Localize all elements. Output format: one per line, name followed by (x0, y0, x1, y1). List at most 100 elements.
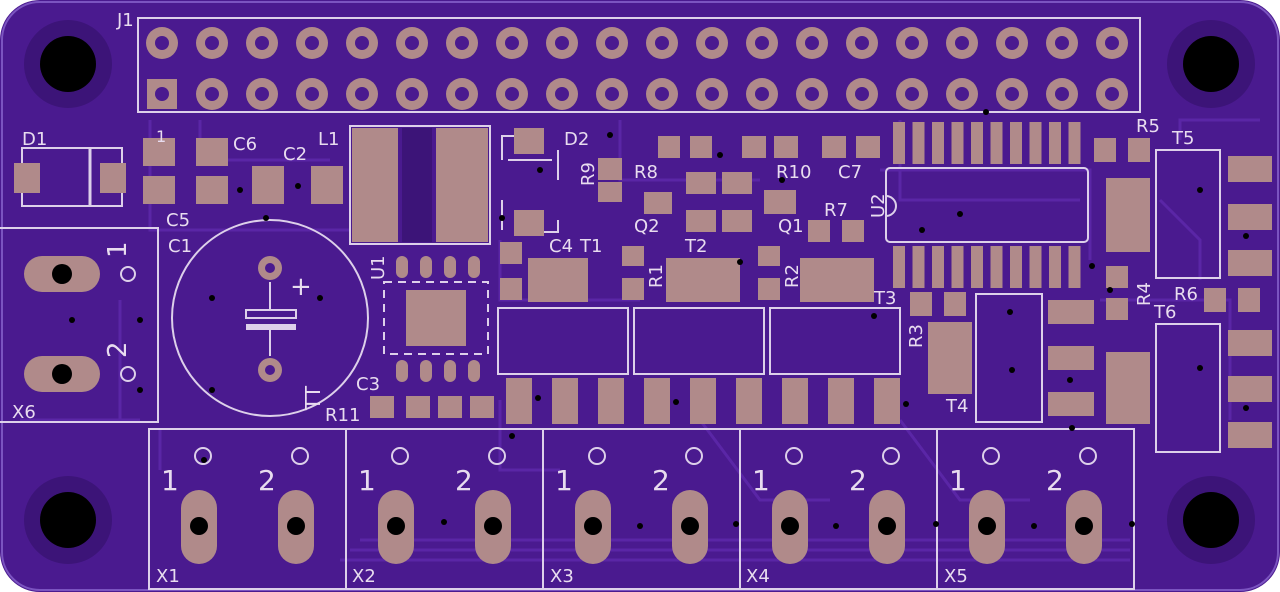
label-c4: C4 (549, 236, 573, 257)
via (137, 387, 143, 393)
terminal-pin1-label: 1 (555, 464, 573, 497)
terminal-pin-marker (685, 447, 703, 465)
via (441, 519, 447, 525)
label-q1: Q1 (778, 216, 804, 237)
header-pin-hole (455, 87, 469, 101)
via (1129, 521, 1135, 527)
label-t6: T6 (1153, 302, 1176, 323)
label-r9: R9 (578, 162, 599, 186)
via (201, 457, 207, 463)
header-pin-hole (805, 87, 819, 101)
u2-pin (893, 122, 905, 164)
via (983, 109, 989, 115)
terminal-hole (1075, 517, 1093, 535)
vias (69, 109, 1249, 529)
label-j1: J1 (116, 10, 134, 31)
smd-pads-middle (500, 136, 880, 302)
header-pin-hole (955, 87, 969, 101)
relay-pads (506, 378, 900, 424)
terminal-pin-marker (488, 447, 506, 465)
via (263, 215, 269, 221)
via (607, 132, 613, 138)
via (833, 523, 839, 529)
terminal-hole (978, 517, 996, 535)
right-outlines (975, 149, 1221, 453)
terminal-pin-marker (1079, 447, 1097, 465)
via (209, 295, 215, 301)
header-pin-hole (255, 36, 269, 50)
label-r1: R1 (646, 264, 667, 288)
label-r5: R5 (1136, 116, 1160, 137)
label-t5: T5 (1171, 128, 1194, 149)
via (535, 395, 541, 401)
via (237, 187, 243, 193)
terminal-pin-marker (291, 447, 309, 465)
label-r10: R10 (776, 162, 811, 183)
smd-pads-right (910, 138, 1272, 448)
label-x4: X4 (746, 566, 770, 587)
u2-pin (912, 122, 925, 164)
u2-pin (912, 246, 925, 288)
terminal-hole (287, 517, 305, 535)
via (733, 521, 739, 527)
header-pin-hole (705, 36, 719, 50)
u2-pin (951, 246, 964, 288)
header-pin-hole (205, 36, 219, 50)
label-r3: R3 (906, 324, 927, 348)
via (509, 433, 515, 439)
via (537, 167, 543, 173)
terminal-pin1-label: 1 (752, 464, 770, 497)
label-u1: U1 (368, 255, 389, 280)
header-pin-hole (655, 87, 669, 101)
via (919, 227, 925, 233)
terminal-pin2-label: 2 (652, 464, 670, 497)
via (717, 152, 723, 158)
header-pin-hole (855, 36, 869, 50)
terminal-hole (584, 517, 602, 535)
via (1089, 263, 1095, 269)
terminal-pin-marker (982, 447, 1000, 465)
via (1031, 523, 1037, 529)
via (1067, 377, 1073, 383)
relay-pad (828, 378, 854, 424)
u2-pin (1068, 122, 1081, 164)
header-pin-hole (305, 36, 319, 50)
label-pin1-c5: 1 (156, 127, 166, 146)
relay-pad (644, 378, 670, 424)
label-d2: D2 (564, 129, 589, 150)
inductor-l1: L1 (318, 125, 491, 245)
via (1009, 367, 1015, 373)
header-pin-hole (205, 87, 219, 101)
smd-pads-left (143, 138, 343, 204)
terminal-pin2-label: 2 (258, 464, 276, 497)
header-pin-hole (905, 87, 919, 101)
header-j1: J1 (116, 10, 1141, 113)
label-r7: R7 (824, 200, 848, 221)
u2-pin (990, 246, 1003, 288)
relay-pad (690, 378, 716, 424)
terminal-pin2-label: 2 (455, 464, 473, 497)
relay-pad (874, 378, 900, 424)
label-x6-pin2: 2 (103, 341, 133, 358)
header-pin-hole (155, 36, 169, 50)
header-pin-hole (905, 36, 919, 50)
terminal-pin1-label: 1 (949, 464, 967, 497)
relay-pad (506, 378, 532, 424)
terminal-pin2-label: 2 (1046, 464, 1064, 497)
u2-pin (1049, 122, 1061, 164)
header-pin-hole (505, 87, 519, 101)
relay-outlines (497, 307, 901, 375)
u2-pin (1068, 246, 1081, 288)
label-l1: L1 (318, 129, 339, 150)
terminal-pin2-label: 2 (849, 464, 867, 497)
terminal-hole (387, 517, 405, 535)
header-pin-hole (305, 87, 319, 101)
label-x6: X6 (12, 402, 36, 423)
header-pin-hole (855, 87, 869, 101)
label-t4: T4 (945, 396, 968, 417)
mounting-holes (24, 20, 1255, 564)
header-pin-hole (1005, 36, 1019, 50)
label-c3: C3 (356, 374, 380, 395)
label-r11: R11 (325, 405, 360, 426)
